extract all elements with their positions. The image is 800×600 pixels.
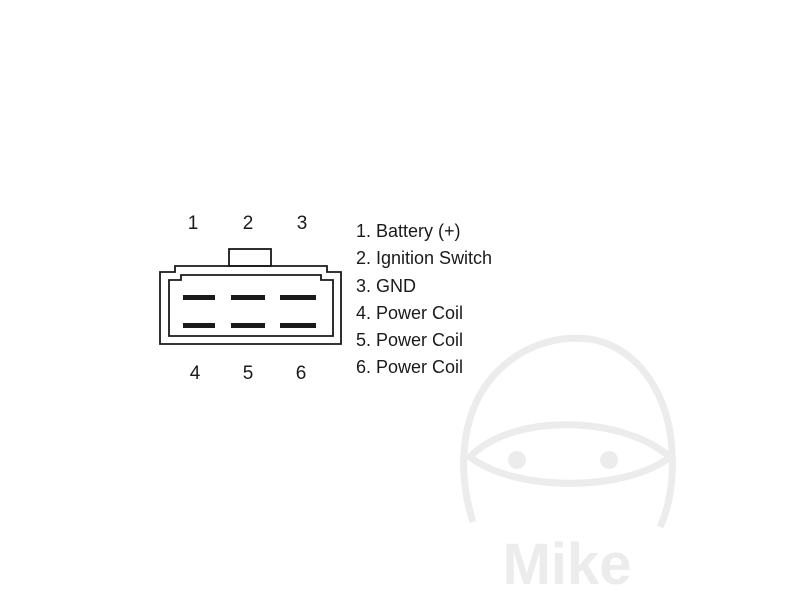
watermark-text: Mike <box>503 532 632 592</box>
legend-item-1: 1. Battery (+) <box>356 221 461 241</box>
pin-legend: 1. Battery (+) 2. Ignition Switch 3. GND… <box>356 218 492 382</box>
terminal-2 <box>231 295 265 300</box>
legend-item-2: 2. Ignition Switch <box>356 248 493 269</box>
helmet-logo-watermark: Mike <box>460 334 676 592</box>
terminal-6 <box>280 323 316 328</box>
visor-outline <box>464 421 676 487</box>
connector-diagram <box>159 248 342 345</box>
pin-label-4: 4 <box>189 363 201 384</box>
legend-item-5: 5. Power Coil <box>356 330 464 351</box>
terminal-1 <box>183 295 215 300</box>
pin-label-1: 1 <box>187 213 199 234</box>
pin-label-5: 5 <box>242 363 254 384</box>
connector-latch <box>228 248 272 267</box>
terminal-3 <box>280 295 316 300</box>
pin-label-6: 6 <box>295 363 307 384</box>
connector-housing-inner <box>168 274 334 337</box>
pin-label-2: 2 <box>242 213 254 234</box>
pin-label-3: 3 <box>296 213 308 234</box>
right-eye <box>600 451 618 469</box>
terminal-4 <box>183 323 215 328</box>
legend-item-6: 6. Power Coil <box>356 357 464 378</box>
terminal-5 <box>231 323 265 328</box>
connector-housing-outer <box>159 265 342 345</box>
legend-item-3: 3. GND <box>356 275 417 296</box>
left-eye <box>508 451 526 469</box>
legend-item-4: 4. Power Coil <box>356 302 464 323</box>
helmet-outline <box>460 334 676 529</box>
